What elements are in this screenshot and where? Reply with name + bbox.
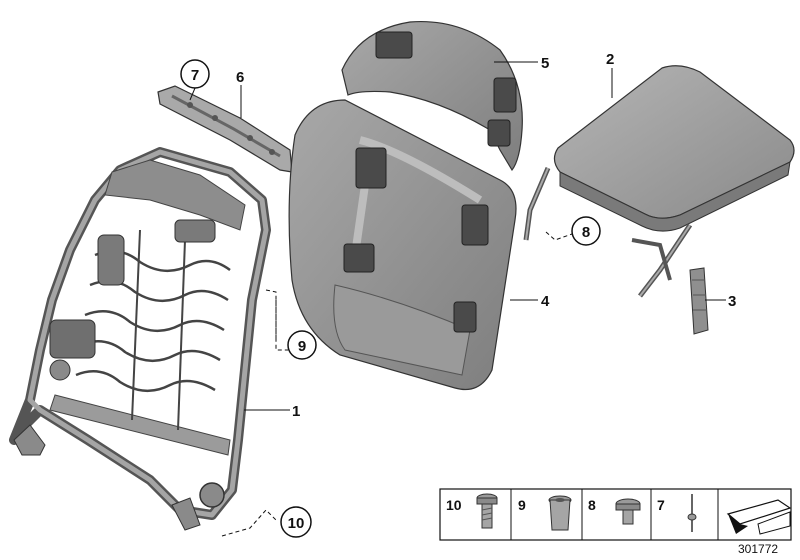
legend-label-9: 9 xyxy=(518,497,526,513)
callout-8: 8 xyxy=(571,216,601,246)
callout-10: 10 xyxy=(280,506,312,538)
callout-3-label: 3 xyxy=(728,293,736,310)
callout-4-label: 4 xyxy=(541,293,550,310)
callout-9-label: 9 xyxy=(298,338,306,355)
fastener-legend: 10 9 8 xyxy=(439,488,792,541)
callout-10-circle xyxy=(280,506,312,538)
diagram-id: 301772 xyxy=(738,542,778,556)
upper-backrest-panel xyxy=(341,20,523,172)
callout-2: 2 xyxy=(606,51,614,68)
callout-7: 7 xyxy=(180,59,210,89)
callout-1-label: 1 xyxy=(292,403,300,420)
callout-8-label: 8 xyxy=(582,224,590,241)
callout-6-label: 6 xyxy=(236,69,244,86)
legend-label-8: 8 xyxy=(588,497,596,513)
rear-backrest-panel xyxy=(288,99,517,391)
legend-cell-9: 9 xyxy=(518,495,572,531)
callout-9: 9 xyxy=(287,330,317,360)
backrest-frame xyxy=(9,147,271,531)
legend-cell-7: 7 xyxy=(657,494,697,532)
screw-icon xyxy=(615,498,641,525)
legend-label-7: 7 xyxy=(657,497,665,513)
side-clip xyxy=(689,267,709,335)
clip-pin-icon xyxy=(687,494,697,532)
callout-5: 5 xyxy=(541,55,549,72)
callout-8-circle xyxy=(571,216,601,246)
backrest-pad xyxy=(523,65,795,298)
legend-label-10: 10 xyxy=(446,497,462,513)
callout-9-circle xyxy=(287,330,317,360)
callout-7-label: 7 xyxy=(191,67,199,84)
callout-10-label: 10 xyxy=(288,515,305,532)
legend-cell-8: 8 xyxy=(588,497,641,525)
callout-4: 4 xyxy=(541,293,550,310)
callout-1: 1 xyxy=(292,403,300,420)
callout-2-label: 2 xyxy=(606,51,614,68)
torx-bolt-icon xyxy=(476,493,498,529)
callout-5-label: 5 xyxy=(541,55,549,72)
legend-cell-10: 10 xyxy=(446,493,498,529)
rivet-nut-icon xyxy=(548,495,572,531)
callout-7-circle xyxy=(180,59,210,89)
callout-3: 3 xyxy=(728,293,736,310)
orientation-arrow-icon xyxy=(726,499,792,535)
callout-6: 6 xyxy=(236,69,244,86)
crossmember-bracket xyxy=(157,85,293,173)
leader-lines xyxy=(189,61,726,537)
legend-cell-arrow xyxy=(726,499,792,535)
